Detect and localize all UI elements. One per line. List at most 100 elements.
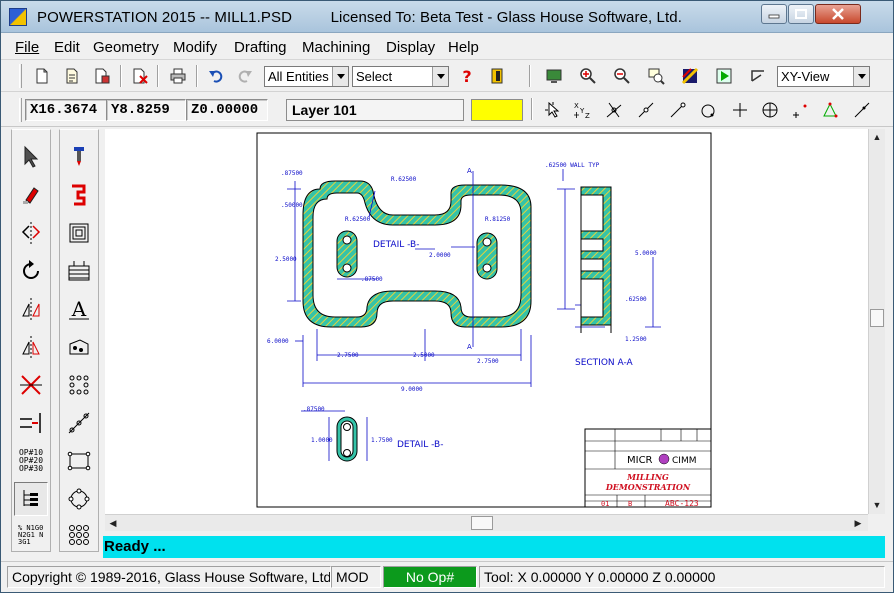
pointer-tool-button[interactable]	[14, 140, 48, 174]
end-mill-icon	[74, 147, 84, 166]
eraser-tool-button[interactable]	[14, 178, 48, 212]
horizontal-scroll-thumb[interactable]	[471, 516, 493, 530]
layer-box[interactable]: Layer 101	[286, 99, 464, 121]
menu-file[interactable]: File	[15, 39, 39, 56]
menu-file-label: File	[15, 39, 40, 56]
select-mode-dropdown[interactable]: Select	[352, 66, 449, 87]
help-button[interactable]: ?	[456, 65, 478, 87]
x-coordinate-value: X16.3674	[30, 102, 98, 118]
menu-drafting[interactable]: Drafting	[234, 39, 287, 56]
scroll-up-icon[interactable]: ▲	[872, 132, 882, 142]
view-value: XY-View	[781, 69, 830, 84]
scale-tool-button[interactable]	[14, 330, 48, 364]
vertical-scrollbar[interactable]: ▲ ▼	[868, 129, 885, 514]
snap-point-button[interactable]	[729, 99, 751, 121]
extend-icon	[20, 413, 41, 433]
new-file-button[interactable]	[31, 65, 53, 87]
toolbar-grip[interactable]	[19, 64, 22, 88]
view-dropdown[interactable]: XY-View	[777, 66, 870, 87]
zoom-in-button[interactable]	[577, 65, 599, 87]
zoom-out-button[interactable]	[611, 65, 633, 87]
display-button[interactable]	[543, 65, 565, 87]
snap-intersection-button[interactable]	[603, 99, 625, 121]
nc-code-button[interactable]: % N1G0 N2G1 N3G1	[14, 518, 48, 552]
operations-list-button[interactable]: OP#10 OP#20 OP#30	[14, 444, 48, 478]
snap-line-button[interactable]	[851, 99, 873, 121]
zoom-window-button[interactable]	[645, 65, 667, 87]
status-bar: Copyright © 1989-2016, Glass House Softw…	[1, 561, 893, 592]
title-line-2: DEMONSTRATION	[605, 482, 691, 492]
title-bar[interactable]: POWERSTATION 2015 -- MILL1.PSD Licensed …	[1, 1, 893, 33]
exit-button[interactable]	[486, 65, 508, 87]
menu-machining[interactable]: Machining	[302, 39, 370, 56]
y-coordinate-readout: Y8.8259	[106, 99, 186, 121]
slot-detail-left	[336, 230, 358, 278]
menu-geometry[interactable]: Geometry	[93, 39, 159, 56]
line-of-holes-icon	[68, 412, 90, 434]
line-points-button[interactable]	[62, 406, 96, 440]
profile-tool-button[interactable]	[62, 178, 96, 212]
hole-pattern-button[interactable]	[62, 368, 96, 402]
snap-center-button[interactable]	[697, 99, 719, 121]
menu-help[interactable]: Help	[448, 39, 479, 56]
play-simulate-icon	[716, 68, 732, 84]
entities-filter-dropdown[interactable]: All Entities	[264, 66, 349, 87]
snap-midpoint-button[interactable]	[635, 99, 657, 121]
layer-name: Layer 101	[292, 102, 357, 118]
menu-display[interactable]: Display	[386, 39, 435, 56]
mode-panel: MOD	[331, 566, 381, 588]
horizontal-scrollbar[interactable]: ◀ ▶	[105, 514, 868, 531]
dim-text: .87500	[303, 406, 325, 413]
logo-text: MICR	[627, 455, 653, 466]
app-logo-icon[interactable]	[9, 8, 27, 26]
save-file-button[interactable]	[91, 65, 113, 87]
rect-pattern-button[interactable]	[62, 444, 96, 478]
layer-color-swatch[interactable]	[471, 99, 523, 121]
snap-nearest-button[interactable]	[789, 99, 811, 121]
drill-pattern-button[interactable]	[62, 330, 96, 364]
palette-column-left: OP#10 OP#20 OP#30 % N1G0 N2G1 N3G1	[11, 129, 51, 552]
scroll-right-icon[interactable]: ▶	[854, 517, 862, 528]
open-file-button[interactable]	[61, 65, 83, 87]
cutter-tool-button[interactable]	[62, 140, 96, 174]
shade-button[interactable]	[679, 65, 701, 87]
toolbar-grip[interactable]	[19, 98, 22, 122]
delete-file-button[interactable]	[129, 65, 151, 87]
rotate-view-button[interactable]	[747, 65, 769, 87]
translate-tool-button[interactable]	[14, 292, 48, 326]
face-mill-button[interactable]	[62, 254, 96, 288]
menu-geometry-label: Geometry	[93, 39, 159, 56]
play-button[interactable]	[713, 65, 735, 87]
minimize-button[interactable]	[761, 4, 787, 24]
menu-modify[interactable]: Modify	[173, 39, 217, 56]
snap-select-button[interactable]	[542, 99, 564, 121]
menu-edit[interactable]: Edit	[54, 39, 80, 56]
tree-view-button[interactable]	[14, 482, 48, 516]
maximize-button[interactable]	[788, 4, 814, 24]
grid-pattern-button[interactable]	[62, 518, 96, 552]
extend-tool-button[interactable]	[14, 406, 48, 440]
scroll-down-icon[interactable]: ▼	[872, 500, 882, 510]
close-button[interactable]	[815, 4, 861, 24]
vertical-scroll-thumb[interactable]	[870, 309, 884, 327]
print-button[interactable]	[167, 65, 189, 87]
bolt-circle-button[interactable]	[62, 482, 96, 516]
snap-endpoint-button[interactable]	[667, 99, 689, 121]
undo-button[interactable]	[205, 65, 227, 87]
z-coordinate-value: Z0.00000	[191, 102, 259, 118]
operations-list-label: OP#10 OP#20 OP#30	[18, 448, 44, 473]
redo-button[interactable]	[234, 65, 256, 87]
mirror-tool-button[interactable]	[14, 216, 48, 250]
pocket-tool-button[interactable]	[62, 216, 96, 250]
part-outline	[302, 180, 532, 328]
trim-tool-button[interactable]	[14, 368, 48, 402]
scroll-left-icon[interactable]: ◀	[109, 517, 117, 528]
drawing-canvas[interactable]: .87500 .50000 R.62500 R.62500 R.81250 2.…	[105, 129, 868, 514]
text-tool-button[interactable]: A	[62, 292, 96, 326]
snap-tangent-button[interactable]	[819, 99, 841, 121]
rotate-tool-button[interactable]	[14, 254, 48, 288]
snap-quadrant-button[interactable]	[759, 99, 781, 121]
maximize-icon	[789, 5, 813, 23]
ready-text: Ready ...	[104, 538, 166, 555]
